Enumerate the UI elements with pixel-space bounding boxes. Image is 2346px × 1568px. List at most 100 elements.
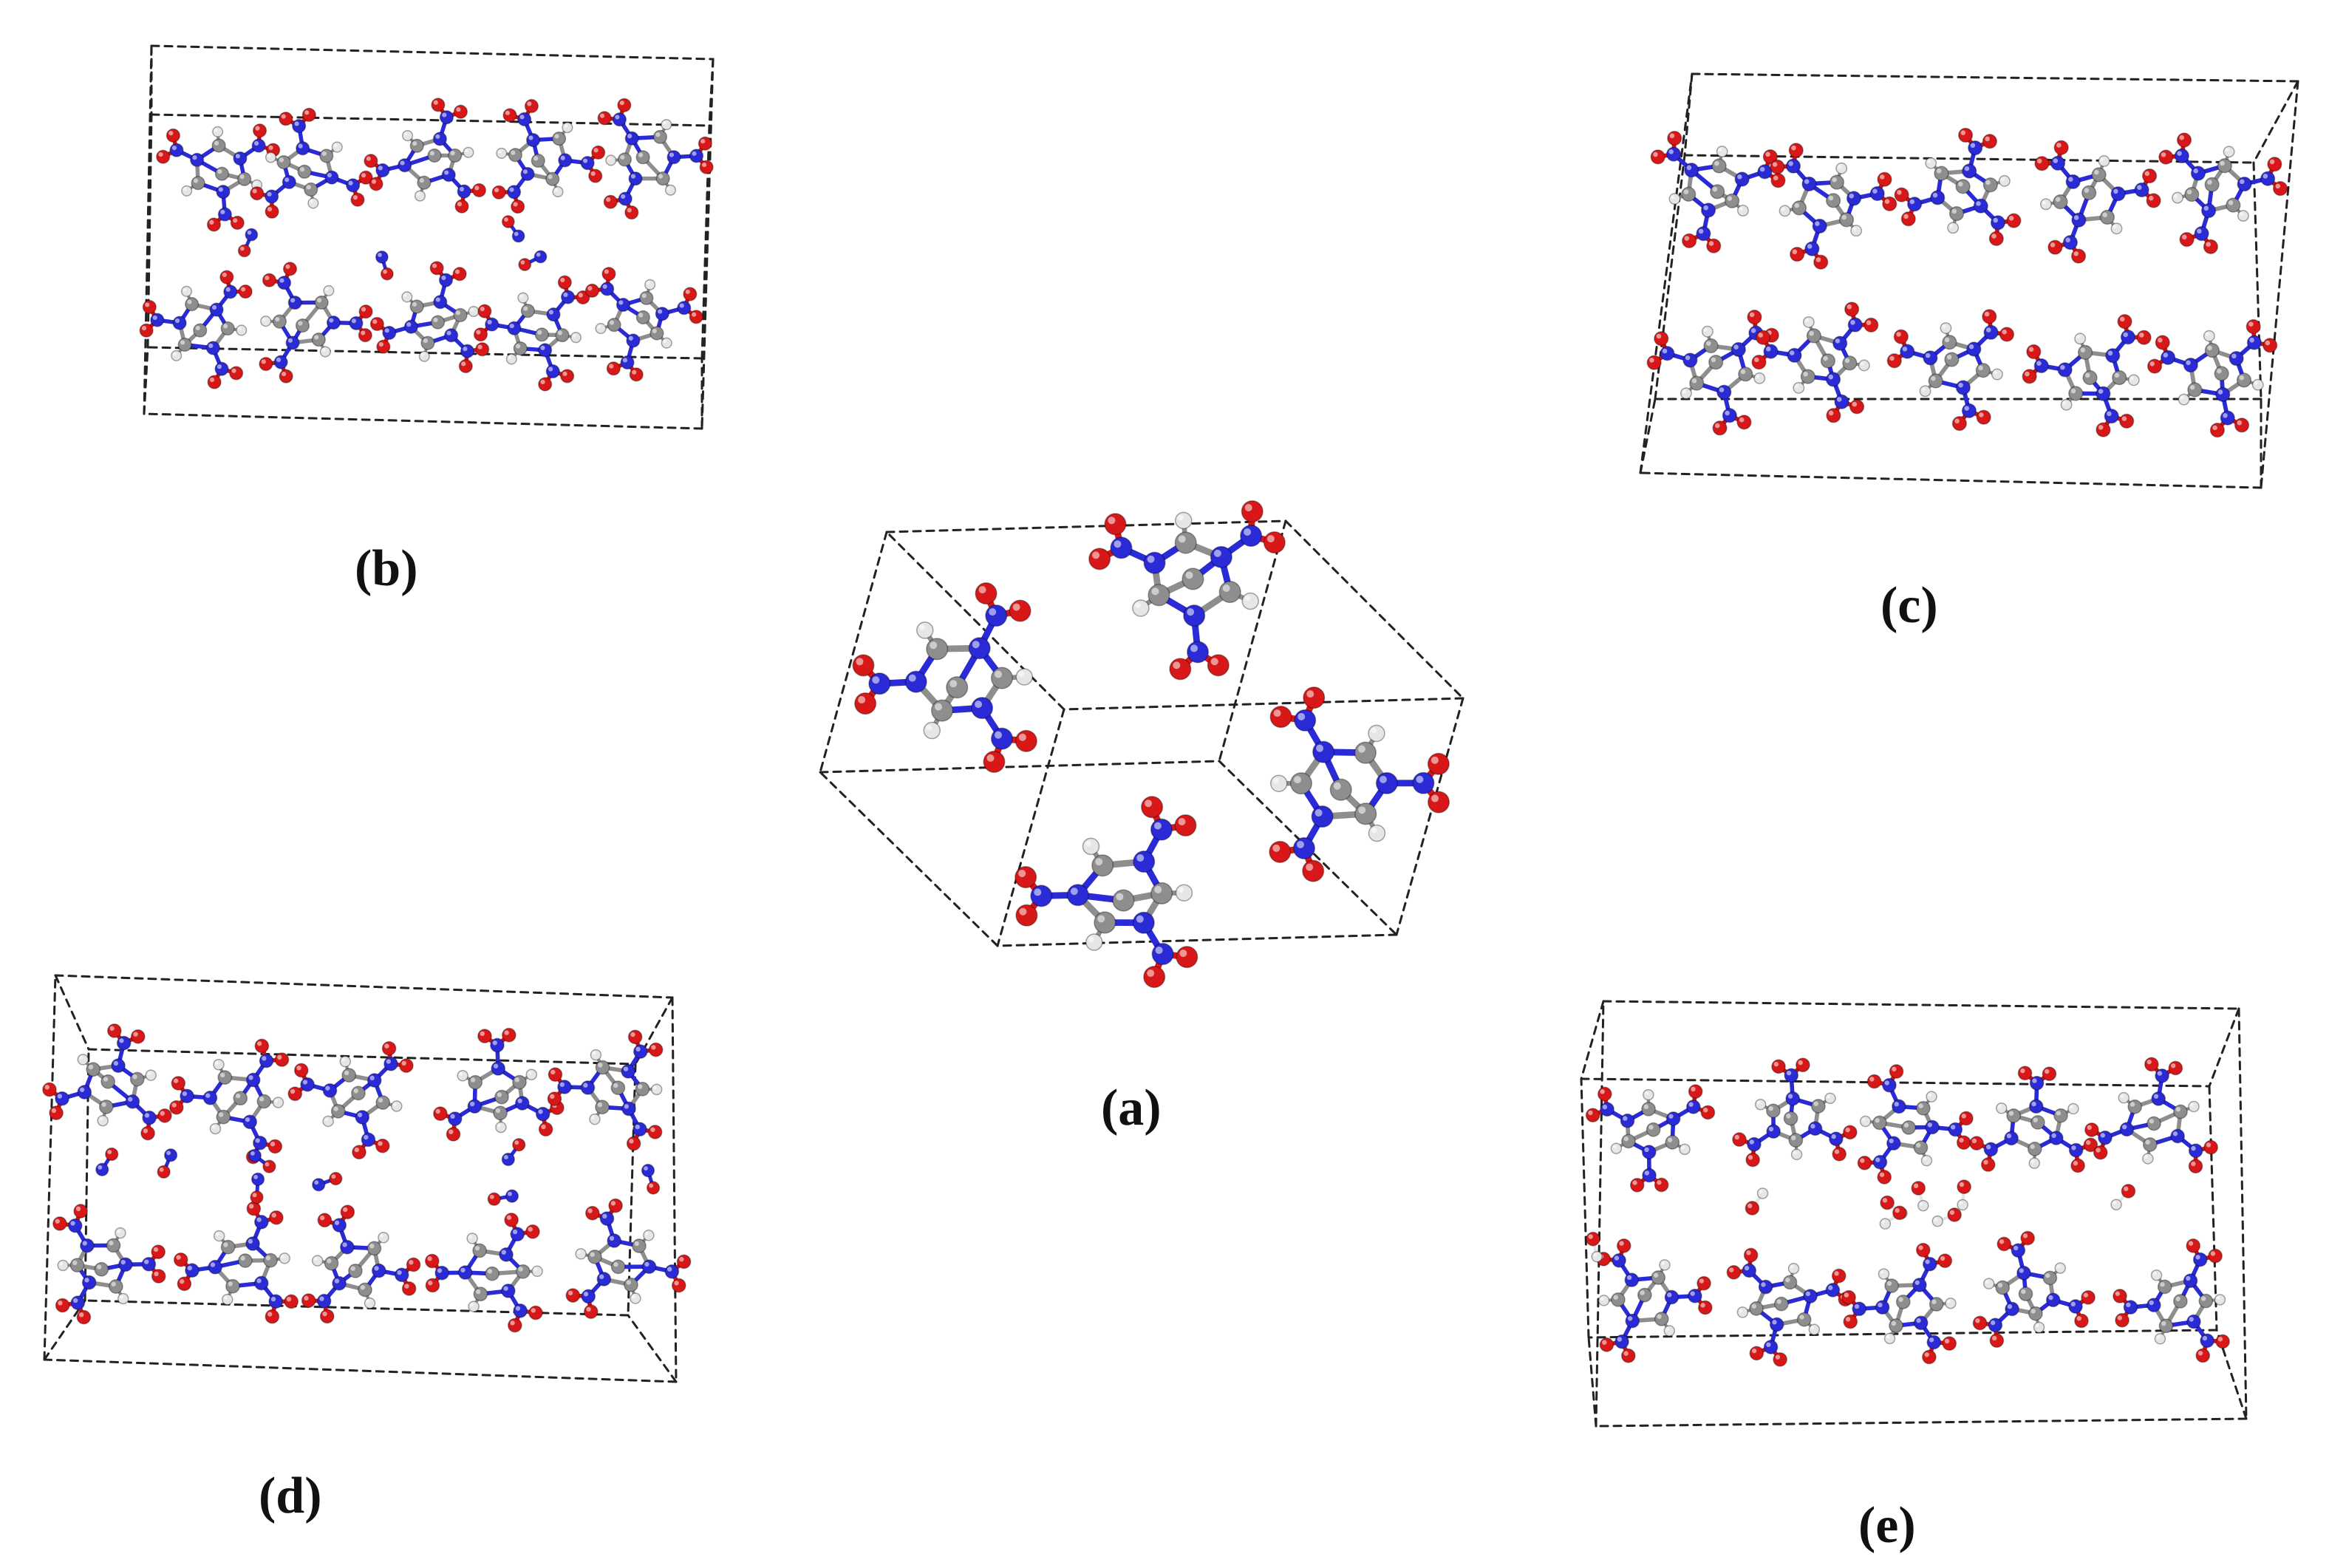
- nitrogen-atom-highlight: [621, 194, 626, 200]
- carbon-atom: [330, 1103, 346, 1119]
- carbon-atom: [2158, 1318, 2174, 1334]
- oxygen-atom: [2267, 157, 2282, 172]
- nitrogen-atom: [371, 1263, 386, 1278]
- nitrogen-atom-highlight: [1314, 809, 1323, 817]
- nitrogen-atom-highlight: [270, 1296, 276, 1302]
- oxygen-atom: [358, 328, 372, 343]
- carbon-atom-highlight: [429, 151, 434, 156]
- oxygen-atom: [1755, 330, 1771, 345]
- carbon-atom: [468, 1074, 483, 1090]
- carbon-atom: [1948, 206, 1965, 222]
- unit-cell-edge: [43, 1299, 86, 1361]
- nitrogen-atom-highlight: [538, 1109, 543, 1114]
- carbon-atom-highlight: [497, 1092, 502, 1097]
- hydrogen-atom: [272, 1097, 284, 1108]
- oxygen-atom: [583, 1304, 599, 1319]
- carbon-atom-highlight: [1791, 1135, 1796, 1141]
- carbon-atom-highlight: [597, 1102, 603, 1108]
- carbon-atom: [314, 295, 329, 310]
- carbon-atom: [1681, 186, 1697, 202]
- nitrogen-atom-highlight: [1787, 1094, 1793, 1099]
- nitrogen-atom: [125, 1094, 140, 1109]
- hydrogen-atom: [595, 323, 607, 335]
- oxygen-atom: [1857, 1155, 1872, 1170]
- carbon-atom: [86, 1062, 101, 1077]
- oxygen-atom-highlight: [1798, 1060, 1803, 1066]
- oxygen-atom: [446, 1127, 461, 1142]
- carbon-atom-highlight: [265, 1255, 271, 1261]
- nitrogen-atom-highlight: [2197, 228, 2202, 234]
- carbon-atom-highlight: [514, 1077, 520, 1083]
- carbon-atom: [1646, 1122, 1661, 1137]
- carbon-atom-highlight: [638, 313, 644, 318]
- nitrogen-atom-highlight: [667, 1267, 672, 1272]
- carbon-atom: [1884, 1278, 1900, 1293]
- nitrogen-atom: [332, 1275, 347, 1291]
- oxygen-atom-highlight: [2028, 347, 2034, 352]
- oxygen-atom: [254, 1038, 270, 1054]
- oxygen-atom: [76, 1309, 92, 1325]
- oxygen-atom: [491, 185, 506, 200]
- oxygen-atom: [151, 1244, 166, 1260]
- hydrogen-atom: [213, 1230, 225, 1242]
- nitrogen-atom: [1030, 884, 1053, 907]
- nitrogen-atom: [2260, 171, 2276, 186]
- oxygen-atom-highlight: [372, 319, 378, 324]
- oxygen-atom-highlight: [1747, 1155, 1753, 1160]
- carbon-atom: [2068, 386, 2084, 401]
- oxygen-atom-highlight: [2275, 183, 2281, 189]
- oxygen-atom: [259, 356, 273, 372]
- oxygen-atom: [1241, 500, 1264, 523]
- carbon-atom: [220, 321, 235, 336]
- carbon-atom: [1621, 1134, 1636, 1149]
- carbon-atom-highlight: [2175, 1107, 2181, 1112]
- oxygen-atom: [647, 1125, 663, 1139]
- hydrogen-atom-highlight: [1756, 1100, 1761, 1105]
- oxygen-atom: [358, 304, 373, 319]
- carbon-atom-highlight: [193, 178, 199, 183]
- hydrogen-atom-highlight: [498, 149, 502, 154]
- nitrogen-atom: [1660, 346, 1675, 361]
- oxygen-atom: [1900, 211, 1916, 227]
- nitrogen-atom-highlight: [435, 134, 440, 139]
- nitrogen-atom: [1143, 551, 1166, 574]
- carbon-atom-highlight: [1828, 195, 1834, 201]
- oxygen-atom-highlight: [1979, 412, 1984, 417]
- oxygen-atom-highlight: [1758, 333, 1764, 338]
- nitrogen-atom: [433, 295, 448, 310]
- nitrogen-atom-highlight: [98, 1165, 103, 1170]
- nitrogen-atom-highlight: [2019, 1268, 2024, 1273]
- carbon-atom-highlight: [1903, 1122, 1909, 1128]
- carbon-atom-highlight: [620, 154, 625, 160]
- oxygen-atom-highlight: [1889, 355, 1895, 361]
- unit-cell-edge: [2215, 1329, 2248, 1420]
- oxygen-atom-highlight: [2269, 159, 2275, 165]
- carbon-atom: [98, 1100, 114, 1114]
- carbon-atom: [2236, 372, 2252, 388]
- carbon-atom-highlight: [222, 324, 228, 329]
- oxygen-atom: [151, 1269, 166, 1284]
- oxygen-atom-highlight: [1619, 1241, 1624, 1246]
- nitrogen-atom: [1620, 1113, 1635, 1128]
- hydrogen-atom-highlight: [310, 200, 313, 203]
- hydrogen-atom: [115, 1227, 126, 1239]
- hydrogen-atom-highlight: [2076, 335, 2081, 339]
- oxygen-atom: [507, 1318, 522, 1333]
- nitrogen-atom: [1758, 1279, 1773, 1295]
- nitrogen-atom: [1988, 1318, 2003, 1333]
- oxygen-atom: [1893, 329, 1909, 344]
- carbon-atom-highlight: [180, 340, 185, 345]
- oxygen-atom-highlight: [2124, 1186, 2129, 1191]
- carbon-atom-highlight: [433, 317, 438, 323]
- carbon-atom-highlight: [516, 344, 521, 349]
- hydrogen-atom-highlight: [663, 120, 666, 125]
- carbon-atom-highlight: [1712, 186, 1718, 192]
- oxygen-atom-highlight: [1012, 603, 1020, 611]
- hydrogen-atom-highlight: [497, 1123, 501, 1128]
- nitrogen-atom-highlight: [364, 1134, 369, 1140]
- carbon-atom-highlight: [111, 1281, 116, 1286]
- hydrogen-atom: [562, 122, 573, 134]
- hydrogen-atom-highlight: [1793, 1151, 1797, 1155]
- carbon-atom-highlight: [2080, 347, 2086, 352]
- oxygen-atom-highlight: [2265, 340, 2271, 346]
